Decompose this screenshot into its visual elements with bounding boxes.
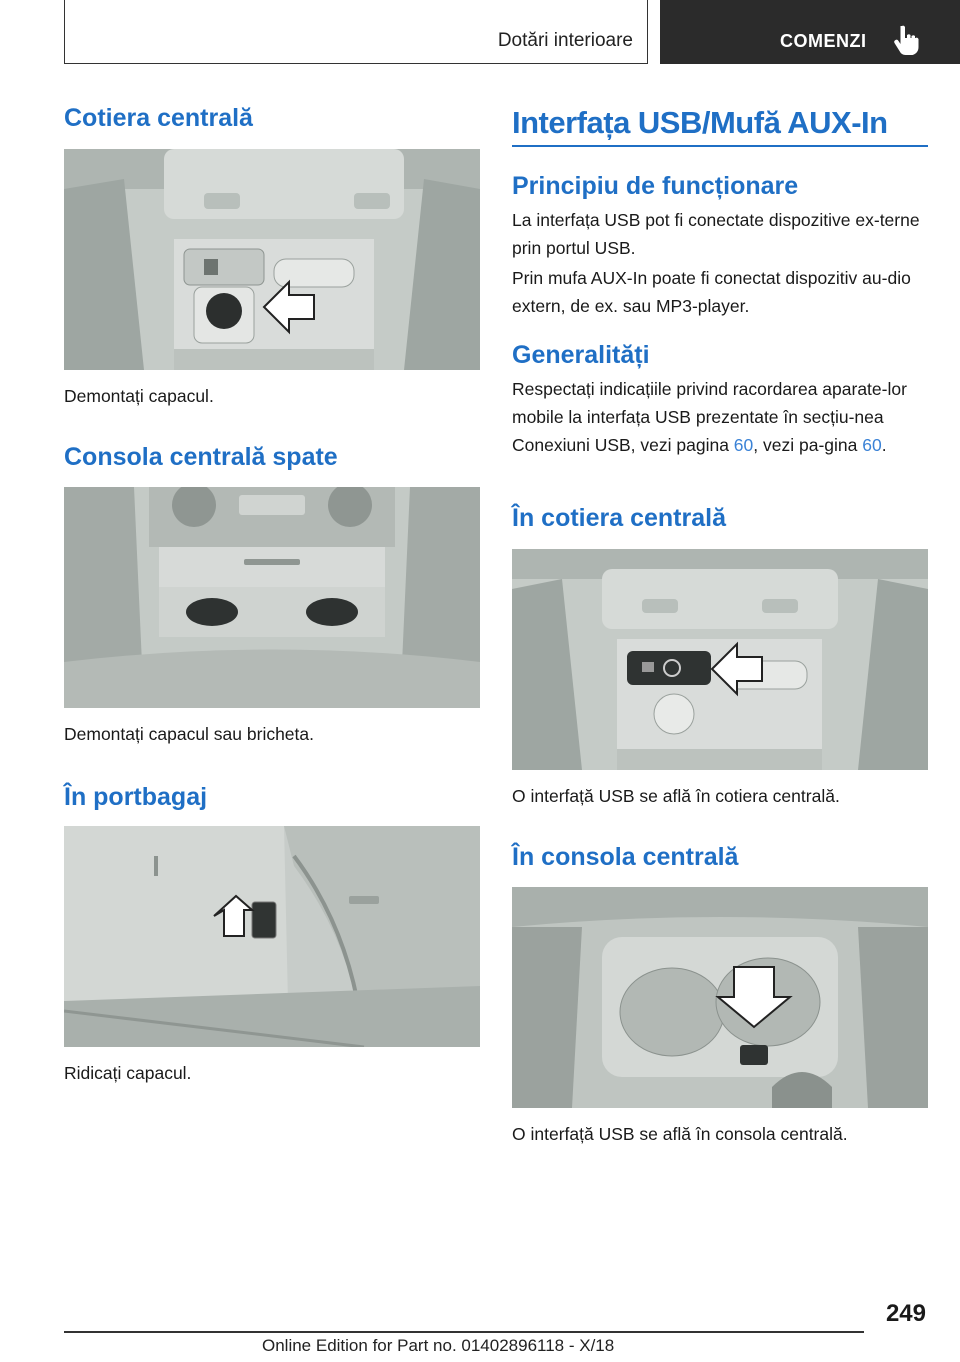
- armrest-heading: Cotiera centrală: [64, 104, 253, 132]
- principle-paragraph-2: Prin mufa AUX-In poate fi conectat dispo…: [512, 268, 911, 316]
- usb-armrest-heading: În cotiera centrală: [512, 504, 726, 532]
- general-paragraph: Respectați indicațiile privind racordare…: [512, 375, 928, 459]
- page-header: Dotări interioare COMENZI: [0, 0, 960, 66]
- section-tab-label: Dotări interioare: [497, 30, 633, 51]
- general-text-1: Respectați indicațiile privind racordare…: [512, 379, 907, 455]
- principle-heading: Principiu de funcționare: [512, 172, 799, 200]
- page-link-60-a[interactable]: 60: [733, 435, 754, 455]
- chapter-tab-label: COMENZI: [780, 31, 867, 51]
- rear-console-heading: Consola centrală spate: [64, 443, 338, 471]
- trunk-photo: [64, 826, 480, 1047]
- chapter-tab: COMENZI: [660, 0, 960, 64]
- page-number: 249: [885, 1300, 926, 1327]
- usb-armrest-caption: O interfață USB se află în cotiera centr…: [512, 786, 840, 806]
- armrest-photo: [64, 149, 480, 370]
- general-text-2: , vezi pa-gina: [753, 435, 863, 455]
- main-title: Interfața USB/Mufă AUX-In: [512, 105, 888, 140]
- trunk-heading: În portbagaj: [64, 783, 208, 811]
- pointing-hand-icon: [894, 25, 919, 55]
- general-text-3: .: [881, 435, 887, 455]
- usb-console-caption: O interfață USB se află în consola centr…: [512, 1124, 848, 1144]
- rear-console-caption: Demontați capacul sau bricheta.: [64, 724, 314, 744]
- general-heading: Generalități: [512, 341, 650, 369]
- footer-rule: [64, 1331, 864, 1333]
- trunk-caption: Ridicați capacul.: [64, 1063, 192, 1083]
- principle-paragraph-1: La interfața USB pot fi conectate dispoz…: [512, 210, 920, 258]
- usb-console-heading: În consola centrală: [512, 843, 739, 871]
- footer-edition: Online Edition for Part no. 01402896118 …: [262, 1336, 615, 1355]
- page-link-60-b[interactable]: 60: [862, 435, 882, 455]
- armrest-caption: Demontați capacul.: [64, 386, 214, 406]
- usb-console-photo: [512, 887, 928, 1108]
- usb-armrest-photo: [512, 549, 928, 770]
- rear-console-photo: [64, 487, 480, 708]
- section-tab: Dotări interioare: [64, 0, 648, 64]
- title-rule: [512, 145, 928, 147]
